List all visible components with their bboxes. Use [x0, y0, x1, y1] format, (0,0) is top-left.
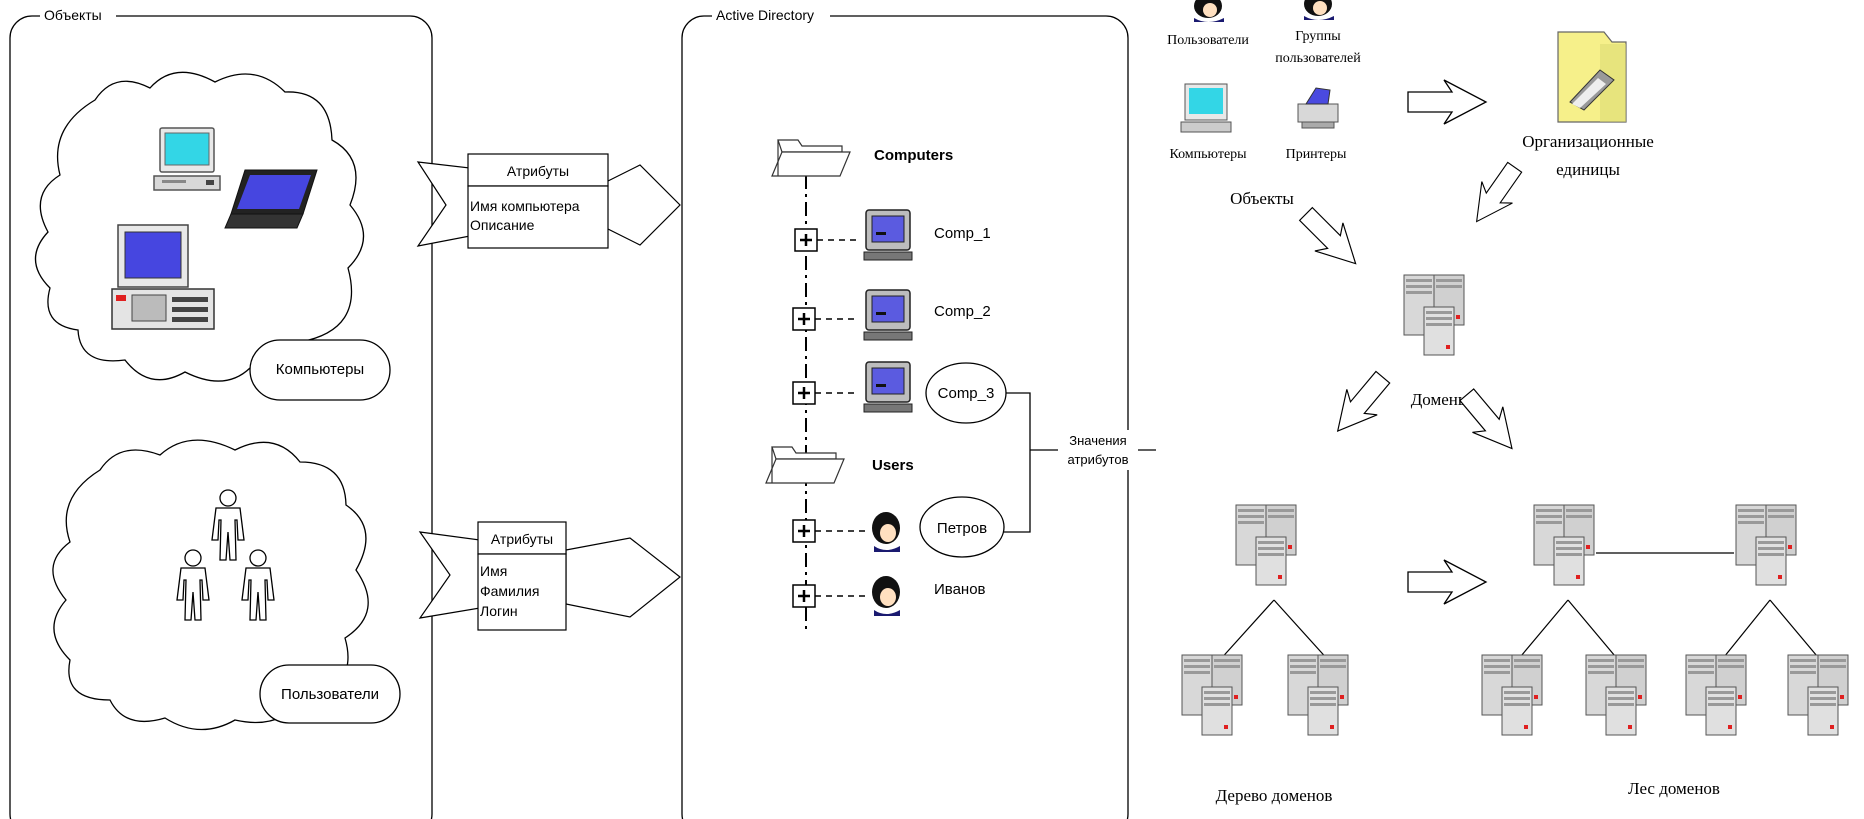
user-head-icon	[872, 512, 900, 552]
objects-panel-title: Объекты	[44, 7, 102, 23]
computer-attr-item: Описание	[470, 217, 535, 233]
objects-panel-border	[9, 15, 433, 819]
domains-label: Домены	[1411, 390, 1470, 409]
server-icon	[1287, 654, 1349, 736]
user-attributes-list	[477, 553, 567, 631]
expand-icon[interactable]	[793, 227, 819, 253]
server-icon	[1787, 654, 1849, 736]
objects-label: Объекты	[1230, 189, 1294, 208]
user-attr-item: Фамилия	[480, 583, 539, 599]
ad-user-label: Петров	[937, 520, 987, 537]
computer-attributes-header	[467, 153, 609, 187]
ou-label: Организационные	[1522, 132, 1654, 151]
arrow-icon	[1407, 559, 1487, 605]
server-icon	[1685, 654, 1747, 736]
arrow-icon	[1460, 155, 1531, 233]
computers-label-box	[249, 339, 391, 401]
server-icon	[1181, 654, 1243, 736]
computers-folder-label: Computers	[874, 147, 953, 164]
domain-tree-label: Дерево доменов	[1216, 786, 1333, 805]
server-icon	[1533, 504, 1595, 586]
user-head-icon	[872, 576, 900, 616]
computer-attr-item: Имя компьютера	[470, 198, 580, 214]
attr-values-label: атрибутов	[1068, 452, 1129, 467]
users-label: Пользователи	[281, 686, 379, 703]
expand-icon[interactable]	[791, 306, 817, 332]
computer-attributes-title: Атрибуты	[507, 163, 569, 179]
arrow-icon	[1321, 363, 1399, 445]
user-attributes-title: Атрибуты	[491, 531, 553, 547]
icon-label-groups: Группы	[1295, 29, 1341, 44]
server-icon	[1403, 274, 1465, 356]
printer-icon	[1297, 87, 1339, 129]
ad-panel-title: Active Directory	[716, 7, 814, 23]
users-folder-label: Users	[872, 457, 914, 474]
icon-label-groups: пользователей	[1275, 51, 1361, 66]
server-icon	[1735, 504, 1797, 586]
domain-forest-label: Лес доменов	[1628, 779, 1720, 798]
ad-panel-border	[681, 15, 1129, 819]
icon-label-users: Пользователи	[1167, 33, 1249, 48]
expand-icon[interactable]	[791, 380, 817, 406]
computers-label: Компьютеры	[276, 361, 364, 378]
users-label-box	[259, 664, 401, 724]
ou-label: единицы	[1556, 160, 1620, 179]
ad-computer-label: Comp_3	[938, 385, 995, 402]
user-group-icon	[1304, 0, 1334, 20]
attr-values-label: Значения	[1069, 433, 1126, 448]
computer-icon	[153, 127, 221, 191]
computers-cloud	[34, 71, 365, 382]
ou-folder-icon	[1557, 31, 1627, 123]
ad-computer-label: Comp_2	[934, 303, 991, 320]
user-head-icon	[1194, 0, 1224, 22]
folder-icon	[771, 139, 851, 177]
arrow-icon	[1291, 199, 1371, 279]
user-attr-item: Имя	[480, 563, 507, 579]
computer-icon	[863, 209, 913, 261]
computer-icon	[1180, 83, 1232, 133]
icon-label-computers: Компьютеры	[1169, 147, 1247, 162]
server-icon	[1585, 654, 1647, 736]
ad-user-label: Иванов	[934, 581, 986, 598]
expand-icon[interactable]	[791, 583, 817, 609]
user-attr-item: Логин	[480, 603, 518, 619]
arrow-icon	[1407, 79, 1487, 125]
server-icon	[1235, 504, 1297, 586]
ad-computer-label: Comp_1	[934, 225, 991, 242]
expand-icon[interactable]	[791, 518, 817, 544]
computer-icon	[863, 289, 913, 341]
computer-icon	[863, 361, 913, 413]
icon-label-printers: Принтеры	[1286, 147, 1347, 162]
server-icon	[1481, 654, 1543, 736]
computer-attributes-list	[467, 185, 609, 249]
